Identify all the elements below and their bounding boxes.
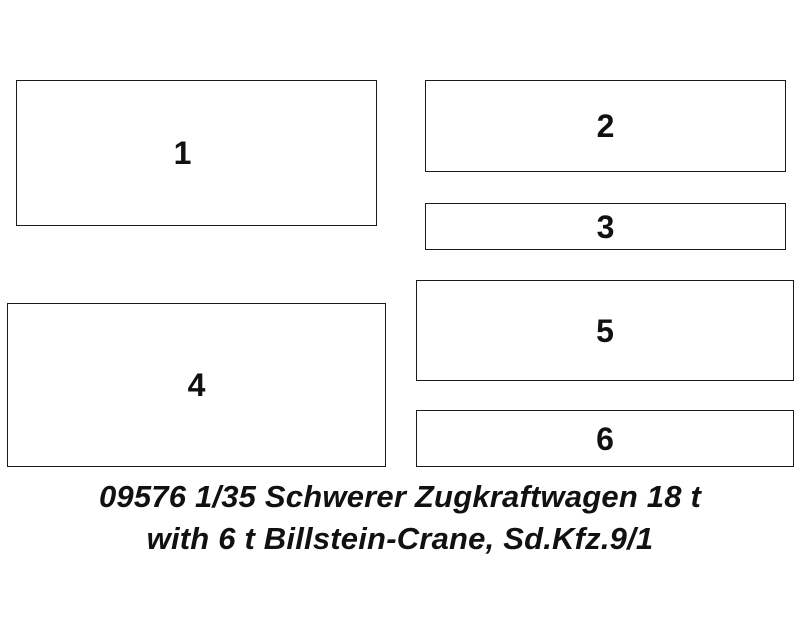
panel-number: 5: [596, 312, 614, 349]
decal-panel-5: 5: [416, 280, 794, 381]
product-caption: 09576 1/35 Schwerer Zugkraftwagen 18 t w…: [0, 476, 800, 560]
decal-panel-2: 2: [425, 80, 786, 172]
panel-number: 6: [596, 420, 614, 457]
panel-number: 1: [173, 135, 192, 171]
decal-panel-1: 1: [16, 80, 377, 226]
panel-number: 3: [596, 208, 615, 245]
panel-number: 4: [187, 367, 206, 403]
decal-panel-4: 4: [7, 303, 386, 467]
decal-panel-6: 6: [416, 410, 794, 467]
caption-line-2: with 6 t Billstein-Crane, Sd.Kfz.9/1: [146, 521, 654, 556]
decal-panel-3: 3: [425, 203, 786, 250]
caption-line-1: 09576 1/35 Schwerer Zugkraftwagen 18 t: [98, 479, 702, 514]
panel-number: 2: [596, 108, 615, 144]
